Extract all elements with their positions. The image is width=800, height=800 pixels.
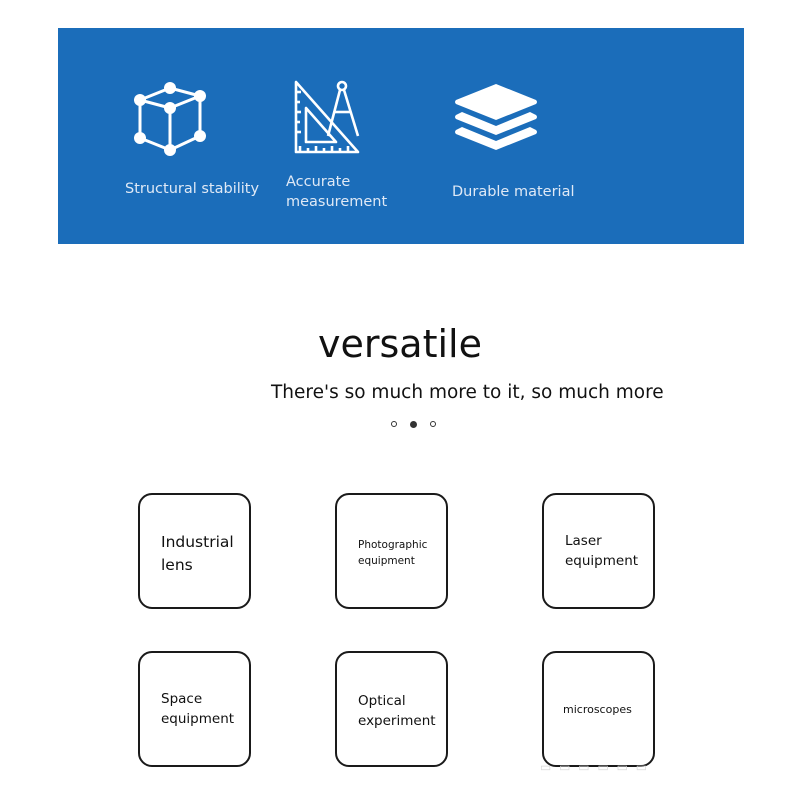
application-card-photographic-equipment: Photographic equipment (335, 493, 448, 609)
application-label: Photographic equipment (358, 539, 428, 567)
carousel-dot-1[interactable] (391, 421, 397, 427)
application-card-microscopes: microscopes (542, 651, 655, 767)
section-title: versatile (318, 322, 482, 366)
section-subtitle: There's so much more to it, so much more (271, 382, 664, 403)
watermark: ▭ ▭ ▭ ▭ ▭ ▭ (540, 760, 650, 774)
stacked-layers-icon (455, 84, 537, 150)
application-label: Optical experiment (358, 693, 436, 729)
cube-structure-icon (134, 82, 206, 156)
ruler-compass-icon (294, 80, 360, 154)
application-card-laser-equipment: Laser equipment (542, 493, 655, 609)
application-label: Industrial lens (161, 533, 234, 574)
application-label: microscopes (563, 703, 632, 716)
feature-label-durable-material: Durable material (452, 184, 575, 200)
carousel-dot-3[interactable] (430, 421, 436, 427)
application-card-space-equipment: Space equipment (138, 651, 251, 767)
feature-label-accurate-measurement: Accurate measurement (286, 174, 388, 210)
features-banner: Structural stability (58, 28, 744, 244)
feature-label-structural-stability: Structural stability (125, 181, 260, 197)
application-label: Space equipment (161, 691, 235, 727)
application-label: Laser equipment (565, 533, 639, 569)
carousel-dot-2-active[interactable] (410, 420, 417, 428)
application-card-optical-experiment: Optical experiment (335, 651, 448, 767)
application-card-industrial-lens: Industrial lens (138, 493, 251, 609)
